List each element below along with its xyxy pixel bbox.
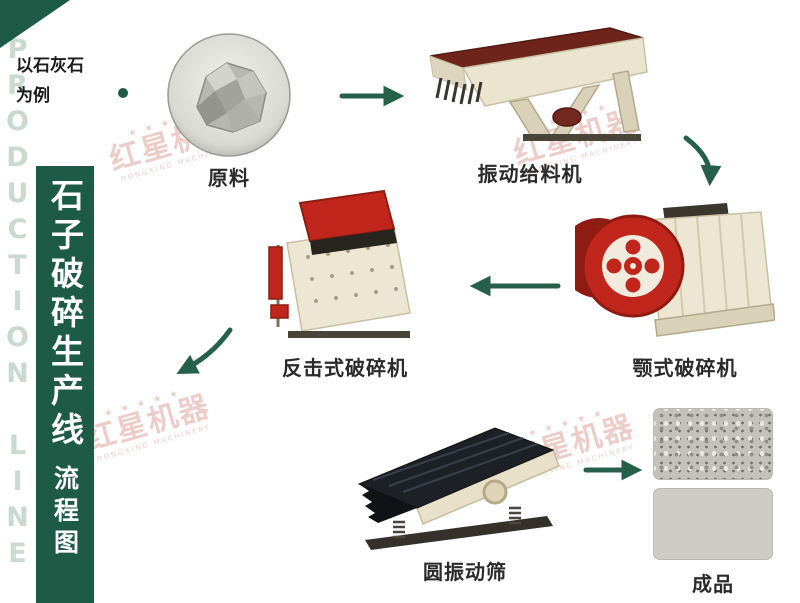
finished-product-image-coarse <box>653 408 773 480</box>
arrow-impact-to-screen <box>176 327 233 374</box>
corner-decoration <box>0 0 70 48</box>
dot-decoration <box>118 88 128 98</box>
vibrating-feeder-illustration <box>429 27 648 141</box>
label-raw-material: 原料 <box>208 166 250 190</box>
watermark-brand: 红星机器 <box>81 389 215 458</box>
watermark-brand-en: HONGXING MACHINERY <box>95 422 212 463</box>
sidebar-note-line2: 为例 <box>16 85 50 106</box>
arrow-feeder-to-jaw <box>683 135 722 187</box>
label-jaw-crusher: 颚式破碎机 <box>632 356 738 380</box>
watermark-stars: ★ ★ ★ ★ ★ <box>103 388 182 420</box>
brand-watermark: ★ ★ ★ ★ ★ 红星机器 HONGXING MACHINERY <box>80 381 217 464</box>
label-circular-vibrating-screen: 圆振动筛 <box>423 560 507 584</box>
label-impact-crusher: 反击式破碎机 <box>282 356 408 380</box>
label-finished-product: 成品 <box>692 572 734 596</box>
sidebar-note: 以石灰石 为例 <box>16 52 84 112</box>
impact-crusher-illustration <box>268 189 411 338</box>
diagram-subtitle: 流程图 <box>50 465 80 561</box>
jaw-crusher-illustration <box>575 203 775 337</box>
raw-material-image <box>167 33 291 157</box>
sidebar-banner: 石子破碎生产线 流程图 <box>36 166 94 603</box>
sidebar-note-line1: 以石灰石 <box>16 56 84 76</box>
edge-watermark-text: PRODUCTION LINE <box>2 34 33 574</box>
finished-product-image-fine <box>653 488 773 560</box>
diagram-title: 石子破碎生产线 <box>45 178 85 451</box>
circular-vibrating-screen-illustration <box>357 427 560 550</box>
label-vibrating-feeder: 振动给料机 <box>477 162 583 186</box>
